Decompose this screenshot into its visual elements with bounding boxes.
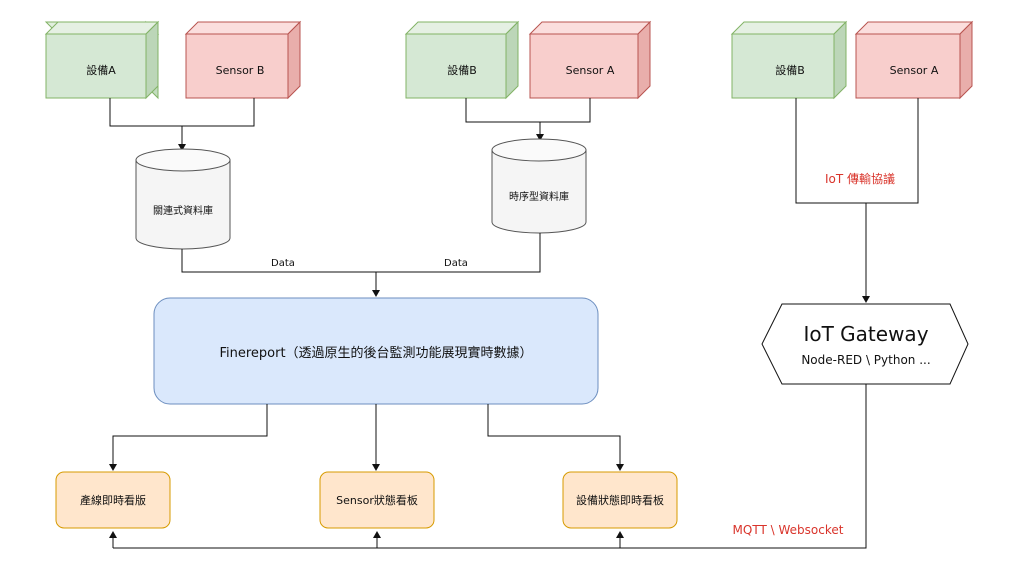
data-edge-label-right: Data [444, 258, 468, 269]
dashboard-production: 產線即時看版 [55, 471, 171, 529]
device-cube-1: 設備A [44, 20, 160, 100]
finereport-label: Finereport（透過原生的後台監測功能展現實時數據） [219, 345, 532, 361]
mqtt-label: MQTT \ Websocket [733, 523, 844, 537]
device-cube-2: 設備B [404, 20, 520, 100]
sensor-cube-2: Sensor A [528, 20, 652, 100]
connector-group1-to-db [109, 98, 255, 151]
device-label-2: 設備B [447, 63, 477, 77]
sensor-label-1: Sensor B [216, 64, 265, 77]
relational-db-label: 關連式資料庫 [153, 204, 213, 217]
dashboard-label-1: 產線即時看版 [80, 493, 146, 507]
iot-gateway: IoT Gateway Node-RED \ Python ... [761, 303, 969, 385]
device-cube-3: 設備B [730, 20, 848, 100]
dashboard-label-2: Sensor狀態看板 [336, 493, 418, 507]
dashboard-sensor: Sensor狀態看板 [319, 471, 435, 529]
connector-finereport-to-dashboards [109, 404, 624, 471]
data-edge-label-left: Data [271, 258, 295, 269]
finereport-box: Finereport（透過原生的後台監測功能展現實時數據） [153, 297, 599, 405]
relational-db: 關連式資料庫 [135, 148, 231, 250]
sensor-cube-3: Sensor A [854, 20, 974, 100]
connector-group3-to-gateway [795, 98, 919, 303]
dashboard-label-3: 設備狀態即時看板 [576, 493, 664, 507]
sensor-label-2: Sensor A [566, 64, 615, 77]
device-label-1: 設備A [86, 63, 116, 77]
dashboard-device: 設備狀態即時看板 [562, 471, 678, 529]
timeseries-db-label: 時序型資料庫 [509, 190, 569, 203]
iot-protocol-label: IoT 傳輸協議 [825, 171, 895, 186]
gateway-subtitle: Node-RED \ Python ... [801, 353, 930, 367]
gateway-title: IoT Gateway [803, 322, 928, 346]
connector-group2-to-db [465, 98, 591, 141]
sensor-label-3: Sensor A [890, 64, 939, 77]
connector-gateway-to-dashboards [109, 384, 867, 549]
timeseries-db: 時序型資料庫 [491, 138, 587, 234]
protocol-label-bg [812, 170, 912, 188]
sensor-cube-1: Sensor B [184, 20, 302, 100]
device-label-3: 設備B [775, 63, 805, 77]
connector-db-to-finereport [181, 233, 541, 297]
